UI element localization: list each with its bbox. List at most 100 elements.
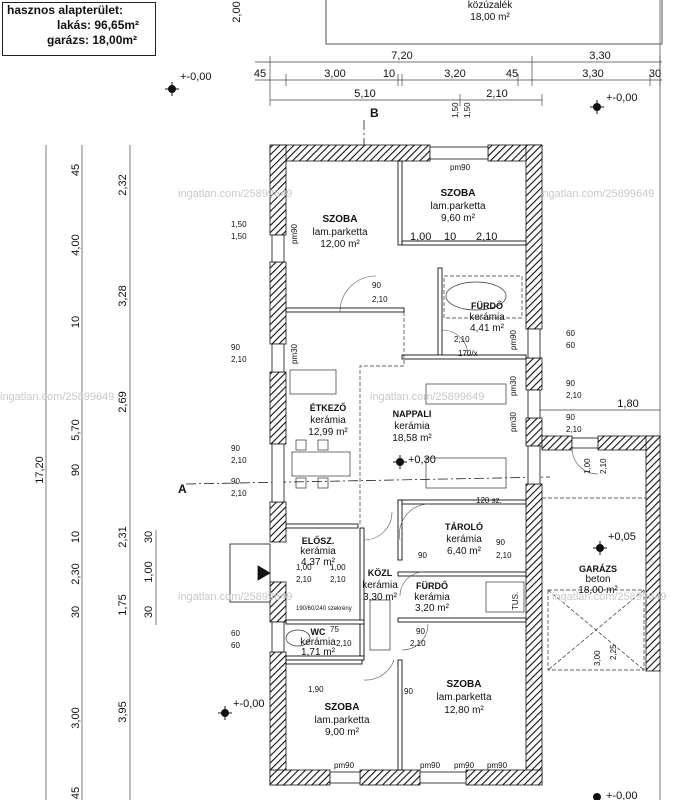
dim-left-a9: 3,00 xyxy=(70,707,82,728)
svg-text:kerámia: kerámia xyxy=(394,421,430,432)
dim-cut: 2,00 xyxy=(231,1,243,22)
lbl-150b: 1,50 xyxy=(463,102,472,118)
elev-top-right: +-0,00 xyxy=(606,92,638,104)
svg-text:kerámia: kerámia xyxy=(446,534,482,545)
lbl-90c: 90 xyxy=(231,477,240,486)
dim-row2-6: 3,30 xyxy=(582,68,603,80)
svg-text:NAPPALI: NAPPALI xyxy=(393,409,432,419)
room-elosz: ELŐSZ. kerámia 4,37 m² xyxy=(300,535,336,568)
lbl-60c: 60 xyxy=(566,329,575,338)
svg-text:kerámia: kerámia xyxy=(362,580,398,591)
lbl-stair: 190/60/240 szekrény xyxy=(296,606,352,612)
lbl-190: 1,90 xyxy=(308,685,324,694)
dim-left-b6: 3,95 xyxy=(117,701,129,722)
dim-left-c2: 1,00 xyxy=(143,561,155,582)
svg-text:ingatlan.com/25899649: ingatlan.com/25899649 xyxy=(552,591,666,603)
svg-text:12,99 m²: 12,99 m² xyxy=(308,427,348,438)
svg-text:SZOBA: SZOBA xyxy=(447,679,482,690)
svg-text:ingatlan.com/25899649: ingatlan.com/25899649 xyxy=(178,591,292,603)
overhead-lines xyxy=(359,275,646,671)
elevation-markers xyxy=(165,82,607,800)
svg-text:lam.parketta: lam.parketta xyxy=(314,715,369,726)
svg-text:kerámia: kerámia xyxy=(469,312,505,323)
dim-left-a6: 10 xyxy=(70,531,82,543)
svg-text:FÜRDŐ: FÜRDŐ xyxy=(471,300,503,311)
dim-left-a10: 45 xyxy=(70,787,82,799)
elev-bottom-left: +-0,00 xyxy=(233,698,265,710)
lbl-210f: 2,10 xyxy=(372,295,388,304)
svg-text:FÜRDŐ: FÜRDŐ xyxy=(416,580,448,591)
elev-top-left: +-0,00 xyxy=(180,71,212,83)
lbl-75a: 75 xyxy=(330,625,339,634)
svg-text:WC: WC xyxy=(311,627,326,637)
lbl-225: 2,25 xyxy=(609,644,618,660)
dim-row2-4: 3,20 xyxy=(444,68,465,80)
lbl-150a: 1,50 xyxy=(451,102,460,118)
svg-text:ingatlan.com/25899649: ingatlan.com/25899649 xyxy=(178,188,292,200)
dim-left-b5: 1,75 xyxy=(117,594,129,615)
lbl-pm90-v: pm90 xyxy=(290,223,299,244)
exterior-walls xyxy=(269,144,661,786)
lbl-90b: 90 xyxy=(231,444,240,453)
lbl-210k: 2,10 xyxy=(336,639,352,648)
svg-text:18,58 m²: 18,58 m² xyxy=(392,433,432,444)
svg-text:ingatlan.com/25899649: ingatlan.com/25899649 xyxy=(0,391,114,403)
dim-left-a5: 90 xyxy=(70,464,82,476)
dim-garage-side: 1,80 xyxy=(617,398,638,410)
lbl-210a: 2,10 xyxy=(231,355,247,364)
lbl-60d: 60 xyxy=(566,341,575,350)
room-szoba-2: SZOBA lam.parketta 9,60 m² xyxy=(430,188,485,224)
svg-text:lam.parketta: lam.parketta xyxy=(312,227,367,238)
lbl-100c: 1,00 xyxy=(410,231,431,243)
lbl-90e: 90 xyxy=(566,413,575,422)
lbl-pm90: pm90 xyxy=(450,163,471,172)
dim-left-outer: 17,20 xyxy=(34,456,46,484)
svg-text:9,00 m²: 9,00 m² xyxy=(325,727,360,738)
dim-left-b1: 2,32 xyxy=(117,174,129,195)
left-dimensions xyxy=(45,145,157,800)
lbl-210d: 2,10 xyxy=(566,391,582,400)
lbl-pm90: pm90 xyxy=(334,761,355,770)
dim-row2-2: 3,00 xyxy=(324,68,345,80)
lbl-szek: 120 sz. xyxy=(476,496,502,505)
area-summary-box: hasznos alapterület: lakás: 96,65m² gará… xyxy=(2,2,156,56)
lbl-90j: 90 xyxy=(404,687,413,696)
dim-left-a2: 4,00 xyxy=(70,234,82,255)
svg-text:ingatlan.com/25899649: ingatlan.com/25899649 xyxy=(370,391,484,403)
room-tarolo: TÁROLÓ kerámia 6,40 m² xyxy=(445,521,483,557)
svg-text:ÉTKEZŐ: ÉTKEZŐ xyxy=(310,402,347,413)
section-a: A xyxy=(178,482,187,496)
svg-text:SZOBA: SZOBA xyxy=(441,188,476,199)
lbl-210g: 2,10 xyxy=(454,335,470,344)
dim-left-a4: 5,70 xyxy=(70,419,82,440)
svg-text:GARÁZS: GARÁZS xyxy=(579,564,617,574)
lbl-210i: 2,10 xyxy=(296,575,312,584)
svg-text:lam.parketta: lam.parketta xyxy=(436,692,491,703)
lbl-90a: 90 xyxy=(231,343,240,352)
lbl-300: 3,00 xyxy=(593,650,602,666)
lbl-210g2: 2,10 xyxy=(599,458,608,474)
lbl-210b: 2,10 xyxy=(231,456,247,465)
lbl-100a: 1,00 xyxy=(296,563,312,572)
svg-text:SZOBA: SZOBA xyxy=(323,214,358,225)
dim-left-b4: 2,31 xyxy=(117,526,129,547)
svg-text:12,80 m²: 12,80 m² xyxy=(444,705,484,716)
svg-text:9,60 m²: 9,60 m² xyxy=(441,213,476,224)
dim-row2-3: 10 xyxy=(383,68,395,80)
room-furdo-2: FÜRDŐ kerámia 3,20 m² xyxy=(414,580,450,614)
lbl-170: 170/x xyxy=(458,349,478,358)
svg-text:3,20 m²: 3,20 m² xyxy=(415,603,450,614)
lbl-pm90: pm90 xyxy=(454,761,475,770)
lbl-150c: 1,50 xyxy=(231,220,247,229)
svg-text:kerámia: kerámia xyxy=(414,592,450,603)
dim-left-a1: 45 xyxy=(70,164,82,176)
svg-text:4,41 m²: 4,41 m² xyxy=(470,323,505,334)
room-szoba-4: SZOBA lam.parketta 12,80 m² xyxy=(436,679,491,716)
neighbor-area: 18,00 m² xyxy=(470,12,510,23)
lbl-210c: 2,10 xyxy=(231,489,247,498)
dim-row2-5: 45 xyxy=(506,68,518,80)
section-b: B xyxy=(370,106,379,120)
lbl-60a: 60 xyxy=(231,629,240,638)
dim-row3-1: 5,10 xyxy=(354,88,375,100)
svg-text:kerámia: kerámia xyxy=(300,546,336,557)
